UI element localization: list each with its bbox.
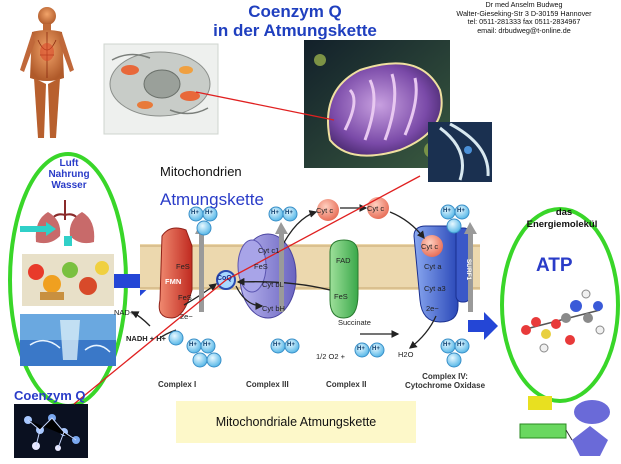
proton-label: H+: [457, 208, 465, 214]
electron-label-2: 2e−: [426, 304, 439, 313]
water-illustration: [20, 314, 116, 366]
das-label: das: [555, 207, 573, 218]
coenzym-q-label: Coenzym Q: [14, 388, 86, 403]
electron-label-1: 2e−: [180, 312, 193, 321]
atp-label: ATP: [536, 255, 573, 276]
label-nahrung: Nahrung: [48, 169, 90, 180]
cyt-a3-label: Cyt a3: [424, 284, 446, 293]
caption-text: Mitochondriale Atmungskette: [215, 415, 377, 429]
proton-label: H+: [203, 342, 211, 348]
complex-1-label: Complex I: [158, 380, 197, 389]
cytc-node-1: [317, 199, 339, 221]
water-label: H2O: [398, 350, 414, 359]
nad-plus-label: NAD+: [114, 308, 135, 317]
proton-bubbles: [168, 204, 470, 368]
output-arrow: [468, 312, 498, 340]
complex-4: [413, 225, 471, 323]
proton-label: H+: [189, 342, 197, 348]
inputs-labels: Luft Nahrung Wasser: [34, 158, 104, 191]
atp-molecule-illustration: [521, 289, 605, 353]
proton-label: H+: [357, 346, 365, 352]
cyt-bl-label: Cyt bL: [262, 280, 284, 289]
caption-box: Mitochondriale Atmungskette: [176, 401, 416, 443]
lungs-illustration: [20, 200, 95, 246]
contact-name: Dr med Anselm Budweg: [485, 0, 563, 9]
complex-4-label-line2: Cytochrome Oxidase: [404, 381, 486, 390]
fes-label-4: FeS: [334, 292, 348, 301]
cyt-a-label: Cyt a: [424, 262, 442, 271]
mitochondrion-illustration: [304, 40, 492, 182]
proton-label: H+: [457, 342, 465, 348]
connector-lines: [73, 91, 421, 405]
fmn-label: FMN: [165, 277, 182, 286]
cyt-c1-label: Cyt c1: [258, 246, 280, 255]
energiemolekuel-label: Energiemolekül: [526, 219, 598, 230]
contact-block: Dr med Anselm Budweg Walter-Gieseking-St…: [430, 0, 618, 35]
atp-structure-illustration: [519, 396, 610, 456]
fes-label-2: FeS: [178, 293, 192, 302]
proton-label: H+: [271, 210, 279, 216]
proton-label: H+: [273, 342, 281, 348]
complex-2-label: Complex II: [326, 380, 367, 389]
coq-molecule-illustration: [14, 404, 88, 458]
proton-label: H+: [205, 210, 213, 216]
title-line-2: in der Atmungskette: [213, 21, 377, 40]
cytc-node-2: [367, 197, 389, 219]
cytc-label-3: Cyt c: [421, 242, 439, 251]
label-luft: Luft: [59, 158, 79, 169]
proton-label: H+: [287, 342, 295, 348]
fad-label: FAD: [336, 256, 351, 265]
surf1-label: SURF1: [465, 258, 473, 281]
succinate-label: Succinate: [338, 318, 371, 327]
contact-address: Walter-Gieseking-Str 3 D-30159 Hannover: [456, 8, 592, 18]
title-line-1: Coenzym Q: [248, 2, 342, 21]
cytc-label-2: Cyt c: [367, 204, 385, 213]
food-illustration: [22, 254, 114, 306]
complex-4-label: Complex IV: Cytochrome Oxidase: [390, 372, 500, 390]
human-body-illustration: [20, 7, 74, 138]
cyt-bh-label: Cyt bH: [262, 304, 285, 313]
complex-2: [329, 239, 359, 319]
proton-label: H+: [443, 342, 451, 348]
page-title: Coenzym Q in der Atmungskette: [180, 2, 410, 40]
atmungskette-label: Atmungskette: [160, 190, 264, 209]
complex-4-label-line1: Complex IV:: [422, 372, 468, 381]
fes-label-1: FeS: [176, 262, 190, 271]
contact-phone: tel: 0511-281333 fax 0511-2834967: [467, 17, 581, 27]
proton-label: H+: [443, 208, 451, 214]
complex-1: [158, 227, 193, 319]
complex-3-label: Complex III: [246, 380, 289, 389]
contact-email: email: drbudweg@t-online.de: [477, 25, 571, 35]
fes-label-3: FeS: [254, 262, 268, 271]
oxygen-label: 1/2 O2 +: [316, 352, 345, 361]
atp-oval: [500, 207, 620, 403]
cytc-node-3: [421, 235, 443, 257]
proton-label: H+: [285, 210, 293, 216]
cell-illustration: [103, 43, 219, 135]
mitochondrien-label: Mitochondrien: [160, 164, 242, 179]
label-wasser: Wasser: [51, 180, 87, 191]
nadh-label: NADH + H+: [126, 334, 167, 343]
cytc-label-1: Cyt c: [316, 206, 334, 215]
proton-label: H+: [372, 346, 380, 352]
coq-label: CoQ: [217, 275, 232, 282]
proton-label: H+: [191, 210, 199, 216]
